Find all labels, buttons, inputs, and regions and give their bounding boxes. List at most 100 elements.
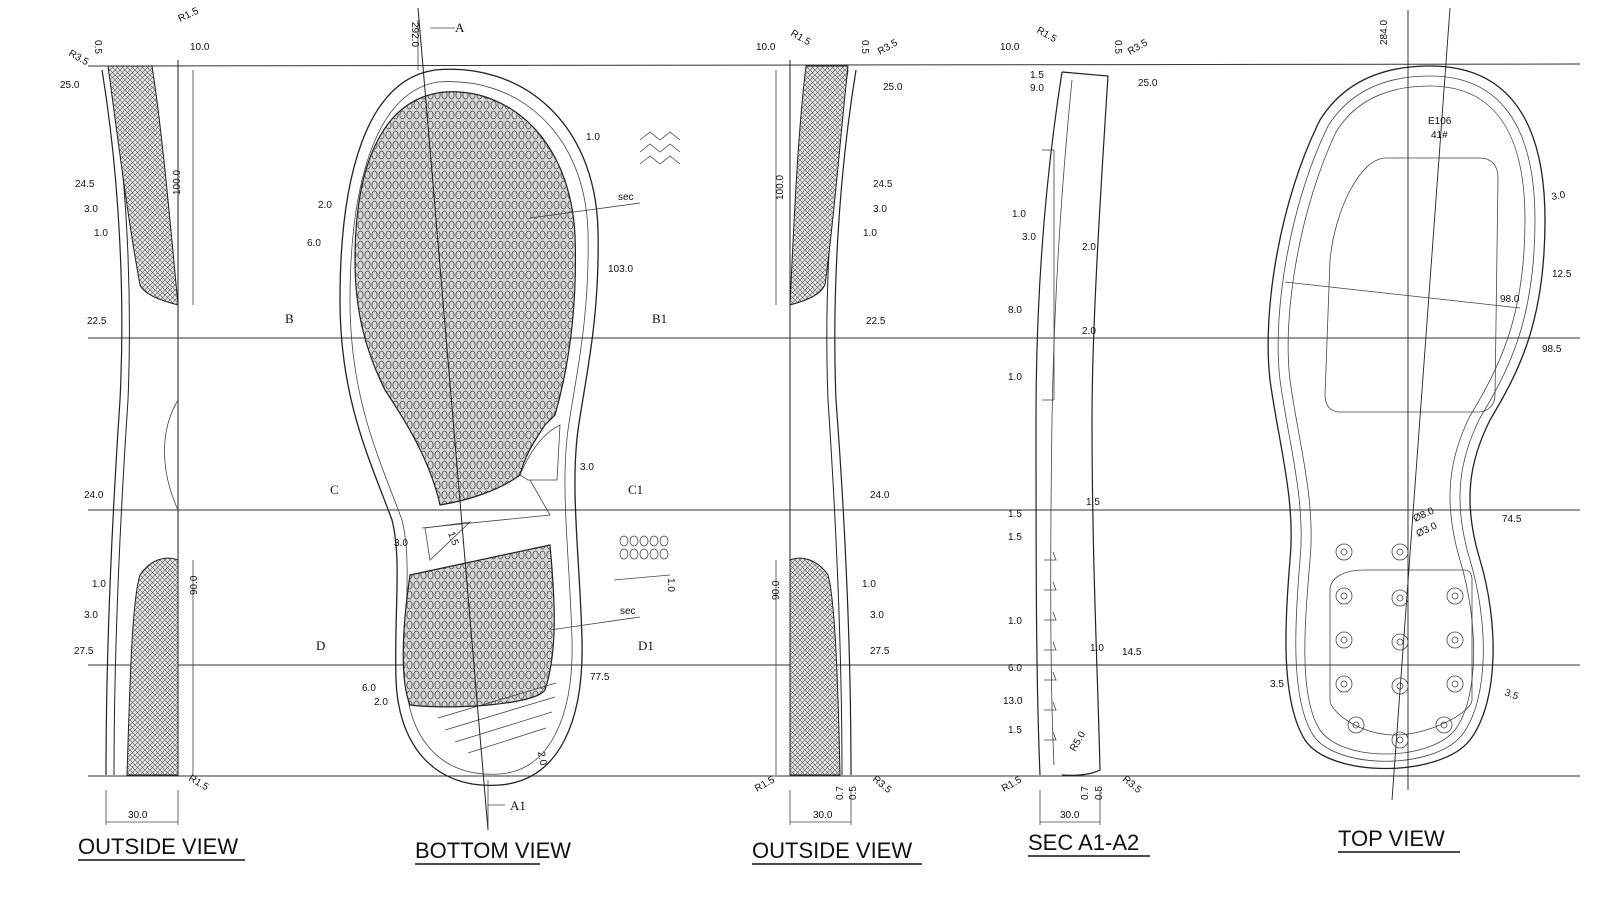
view-title-outside-right: OUTSIDE VIEW bbox=[752, 838, 912, 863]
shank-triangle bbox=[424, 521, 472, 561]
section-label-c: C bbox=[330, 482, 339, 497]
dim-30-waist: 3.0 bbox=[580, 462, 594, 473]
dim-30-top: 3.0 bbox=[84, 204, 98, 215]
dim-05-heel: 0.5 bbox=[1094, 786, 1105, 800]
heel-mesh-pattern bbox=[402, 544, 555, 708]
dim-r15: R1.5 bbox=[177, 6, 201, 25]
dim-225: 22.5 bbox=[866, 316, 886, 327]
heel-mesh-detail-sketch bbox=[613, 535, 671, 581]
dim-07: 0.7 bbox=[835, 786, 846, 800]
dim-10-d: 1.0 bbox=[1090, 643, 1104, 654]
dim-r50: R5.0 bbox=[1068, 729, 1088, 753]
dim-130: 13.0 bbox=[1003, 696, 1023, 707]
heel-rubber-hatch bbox=[126, 557, 179, 776]
outsole-inner-outline bbox=[349, 81, 589, 775]
dim-15-e: 1.5 bbox=[1008, 725, 1022, 736]
dim-145: 14.5 bbox=[1122, 647, 1142, 658]
dim-900: 90.0 bbox=[189, 575, 200, 595]
forefoot-panel-outline bbox=[1324, 157, 1499, 413]
dim-r35-heel: R3.5 bbox=[1120, 774, 1144, 796]
dim-100-top: 10.0 bbox=[190, 42, 210, 53]
inner-profile-line bbox=[1061, 71, 1109, 776]
outsole-outline bbox=[339, 68, 599, 786]
dim-20-toe: 2.0 bbox=[318, 200, 332, 211]
dim-275: 27.5 bbox=[74, 646, 94, 657]
forefoot-mesh-pattern bbox=[354, 91, 577, 506]
dim-900: 90.0 bbox=[771, 580, 782, 600]
dim-15-b: 1.5 bbox=[1086, 497, 1100, 508]
dim-20-heel: 2.0 bbox=[374, 697, 388, 708]
outside-view-left: R3.5 0.5 R1.5 10.0 25.0 24.5 3.0 1.0 100… bbox=[60, 6, 245, 861]
dim-275: 27.5 bbox=[870, 646, 890, 657]
dim-60-toe: 6.0 bbox=[307, 238, 321, 249]
model-code: E106 bbox=[1428, 116, 1452, 127]
sec-note-forefoot: sec bbox=[618, 192, 634, 203]
insole-outer-outline bbox=[1267, 65, 1546, 770]
toe-rubber-hatch bbox=[107, 65, 179, 306]
dim-250: 25.0 bbox=[60, 80, 80, 91]
dim-1000: 100.0 bbox=[775, 175, 786, 200]
dim-10-bottom: 1.0 bbox=[862, 579, 876, 590]
ball-width-line bbox=[1284, 281, 1521, 309]
dim-10-b: 1.0 bbox=[1008, 372, 1022, 383]
dim-80: 8.0 bbox=[1008, 305, 1022, 316]
datum-lines bbox=[87, 63, 1581, 777]
sec-note-heel: sec bbox=[620, 606, 636, 617]
section-label-b1: B1 bbox=[652, 311, 667, 326]
section-label-d1: D1 bbox=[638, 638, 654, 653]
dim-60: 6.0 bbox=[1008, 663, 1022, 674]
view-title-bottom: BOTTOM VIEW bbox=[415, 838, 571, 863]
dim-125: 12.5 bbox=[1552, 269, 1572, 280]
dim-250: 25.0 bbox=[1138, 78, 1158, 89]
dim-10-c: 1.0 bbox=[1008, 616, 1022, 627]
dim-r15-heel: R1.5 bbox=[753, 774, 777, 794]
dim-15-shank: 1.5 bbox=[445, 530, 460, 547]
dim-width-300: 30.0 bbox=[813, 810, 833, 821]
dim-20-b: 2.0 bbox=[1082, 326, 1096, 337]
section-label-b: B bbox=[285, 311, 294, 326]
section-label-c1: C1 bbox=[628, 482, 643, 497]
dim-20-groove: 2.0 bbox=[535, 751, 548, 767]
dim-250: 25.0 bbox=[883, 82, 903, 93]
heel-rubber-hatch bbox=[789, 557, 841, 776]
centerline-a-a1 bbox=[417, 7, 489, 831]
dim-985: 98.5 bbox=[1542, 344, 1562, 355]
outer-wall-line bbox=[834, 69, 857, 776]
dim-30-shank: 3.0 bbox=[394, 538, 408, 549]
dim-30-top: 3.0 bbox=[873, 204, 887, 215]
dim-980: 98.0 bbox=[1500, 294, 1520, 305]
shank-line bbox=[421, 479, 551, 529]
bottom-view: A A1 B B1 C C1 D D1 292.0 2.0 6.0 sec 1.… bbox=[285, 7, 681, 865]
dim-r15-heel: R1.5 bbox=[1000, 774, 1024, 794]
section-label-a: A bbox=[455, 20, 465, 35]
dim-30: 3.0 bbox=[1551, 190, 1567, 203]
dim-width-300: 30.0 bbox=[128, 810, 148, 821]
dim-10-detail: 1.0 bbox=[586, 132, 600, 143]
dim-length-2920: 292.0 bbox=[409, 22, 420, 47]
view-title-outside-left: OUTSIDE VIEW bbox=[78, 834, 238, 859]
outside-view-right: 10.0 R1.5 0.5 R3.5 25.0 100.0 24.5 3.0 1… bbox=[752, 28, 922, 865]
dim-05: 0.5 bbox=[92, 40, 103, 54]
arch-curve bbox=[164, 399, 179, 511]
toe-rubber-hatch bbox=[789, 65, 849, 306]
dim-100-top: 10.0 bbox=[756, 42, 776, 53]
dim-240: 24.0 bbox=[84, 490, 104, 501]
dim-05: 0.5 bbox=[1112, 40, 1123, 54]
size-code: 41# bbox=[1431, 130, 1448, 141]
dim-15-top: 1.5 bbox=[1030, 70, 1044, 81]
diagonal-centerline bbox=[1391, 7, 1451, 801]
dim-35-right: 3.5 bbox=[1503, 687, 1520, 702]
dim-05-heel: 0.5 bbox=[848, 786, 859, 800]
mesh-detail-sketch bbox=[639, 131, 681, 165]
dim-10-a: 1.0 bbox=[1012, 209, 1026, 220]
dim-20-a: 2.0 bbox=[1082, 242, 1096, 253]
dim-length-2840: 284.0 bbox=[1379, 20, 1390, 45]
heel-panel-outline bbox=[1329, 569, 1473, 736]
dim-30-bottom: 3.0 bbox=[870, 610, 884, 621]
dim-1000: 100.0 bbox=[172, 170, 183, 195]
dim-10-top: 1.0 bbox=[94, 228, 108, 239]
toe-datum-line bbox=[87, 63, 1581, 67]
dim-1030: 103.0 bbox=[608, 264, 633, 275]
outer-wall-line bbox=[101, 69, 123, 776]
